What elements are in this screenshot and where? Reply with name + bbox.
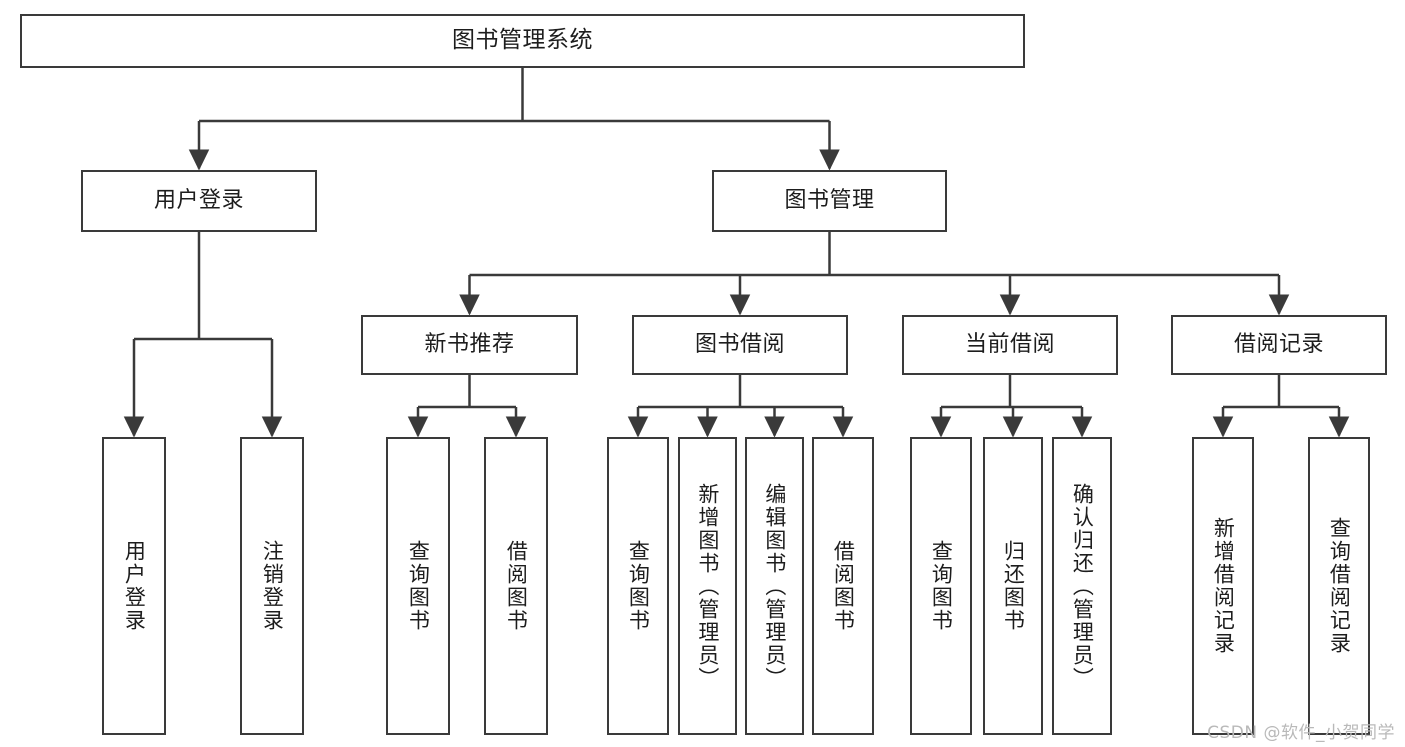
node-lf-1[interactable]: 用户登录 (102, 437, 166, 735)
node-label: 新增借阅记录 (1211, 517, 1236, 655)
node-label: 图书管理系统 (452, 27, 593, 54)
node-lf-11[interactable]: 确认归还（管理员） (1052, 437, 1112, 735)
node-l3-borrow[interactable]: 图书借阅 (632, 315, 848, 375)
node-label: 新书推荐 (424, 331, 515, 357)
node-lf-7[interactable]: 编辑图书（管理员） (745, 437, 804, 735)
node-lf-3[interactable]: 查询图书 (386, 437, 450, 735)
node-l2-login[interactable]: 用户登录 (81, 170, 317, 232)
node-lf-8[interactable]: 借阅图书 (812, 437, 874, 735)
node-root[interactable]: 图书管理系统 (20, 14, 1025, 68)
node-label: 确认归还（管理员） (1070, 482, 1095, 690)
node-label: 借阅图书 (504, 540, 529, 632)
node-label: 新增图书（管理员） (695, 482, 720, 690)
node-label: 用户登录 (153, 187, 244, 213)
node-lf-2[interactable]: 注销登录 (240, 437, 304, 735)
node-l3-new[interactable]: 新书推荐 (361, 315, 578, 375)
node-label: 归还图书 (1001, 540, 1026, 632)
node-label: 图书借阅 (694, 331, 785, 357)
node-label: 查询借阅记录 (1327, 517, 1352, 655)
node-label: 借阅图书 (831, 540, 856, 632)
node-label: 图书管理 (784, 187, 875, 213)
node-lf-4[interactable]: 借阅图书 (484, 437, 548, 735)
node-lf-13[interactable]: 查询借阅记录 (1308, 437, 1370, 735)
node-lf-12[interactable]: 新增借阅记录 (1192, 437, 1254, 735)
watermark-label: CSDN @软件_小贺同学 (1207, 723, 1395, 743)
node-l2-books[interactable]: 图书管理 (712, 170, 947, 232)
node-label: 查询图书 (406, 540, 431, 632)
node-label: 编辑图书（管理员） (762, 482, 787, 690)
node-label: 查询图书 (929, 540, 954, 632)
node-label: 查询图书 (626, 540, 651, 632)
node-label: 当前借阅 (964, 331, 1055, 357)
node-label: 用户登录 (122, 540, 147, 632)
node-lf-6[interactable]: 新增图书（管理员） (678, 437, 737, 735)
node-label: 借阅记录 (1233, 331, 1324, 357)
node-lf-5[interactable]: 查询图书 (607, 437, 669, 735)
node-lf-9[interactable]: 查询图书 (910, 437, 972, 735)
node-l3-record[interactable]: 借阅记录 (1171, 315, 1387, 375)
node-lf-10[interactable]: 归还图书 (983, 437, 1043, 735)
node-l3-current[interactable]: 当前借阅 (902, 315, 1118, 375)
node-label: 注销登录 (260, 540, 285, 632)
